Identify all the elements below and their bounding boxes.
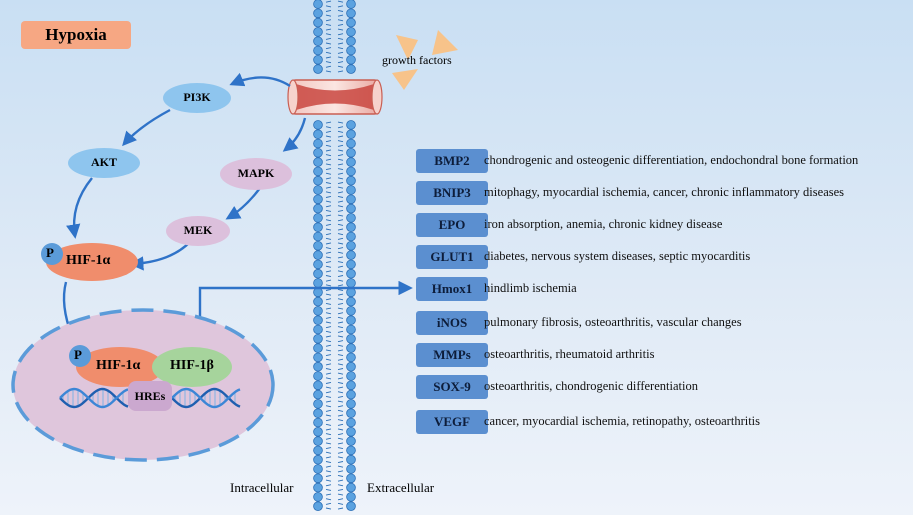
hres-label: HREs (134, 389, 166, 403)
gene-box-glut1: GLUT1 (416, 245, 488, 269)
nuclear-hif1a-label: HIF-1α (96, 358, 141, 373)
gene-box-sox9: SOX-9 (416, 375, 488, 399)
gene-box-epo: EPO (416, 213, 488, 237)
receptor-icon (287, 79, 383, 115)
gene-function-glut1: diabetes, nervous system diseases, septi… (484, 249, 751, 263)
phospho-badge (41, 243, 63, 265)
dna-helix-icon (59, 387, 241, 409)
gene-function-sox9: osteoarthritis, chondrogenic differentia… (484, 379, 698, 393)
gene-box-inos: iNOS (416, 311, 488, 335)
nuclear-hif1a (76, 347, 164, 387)
akt-node (68, 148, 140, 178)
akt-label: AKT (90, 155, 117, 169)
mek-label: MEK (183, 223, 213, 237)
pi3k-node (163, 83, 231, 113)
gene-function-mmps: osteoarthritis, rheumatoid arthritis (484, 347, 655, 361)
hif1a-label: HIF-1α (66, 253, 111, 268)
intracellular-label: Intracellular (230, 480, 294, 495)
gene-box-mmps: MMPs (416, 343, 488, 367)
nuclear-hif1b (152, 347, 232, 387)
hypoxia-title-box: Hypoxia (21, 21, 131, 49)
gene-function-hmox1: hindlimb ischemia (484, 281, 577, 295)
phospho-label: P (46, 245, 54, 260)
nuclear-phospho-badge (69, 345, 91, 367)
pathway-arrows (61, 72, 413, 339)
hif1a-node (46, 243, 138, 281)
mapk-node (220, 158, 292, 190)
hres-box (128, 381, 172, 411)
cell-membrane (313, 0, 356, 512)
gene-box-bnip3: BNIP3 (416, 181, 488, 205)
gene-box-hmox1: Hmox1 (416, 277, 488, 301)
nuclear-phospho-label: P (74, 347, 82, 362)
pi3k-label: PI3K (183, 90, 211, 104)
gene-function-inos: pulmonary fibrosis, osteoarthritis, vasc… (484, 315, 742, 329)
page-title: Hypoxia (45, 25, 107, 44)
gene-function-bnip3: mitophagy, myocardial ischemia, cancer, … (484, 185, 845, 199)
gene-function-bmp2: chondrogenic and osteogenic differentiat… (484, 153, 859, 167)
mek-node (166, 216, 230, 246)
mapk-label: MAPK (237, 166, 275, 180)
gene-function-epo: iron absorption, anemia, chronic kidney … (484, 217, 723, 231)
extracellular-label: Extracellular (367, 480, 435, 495)
growth-factor-shapes (392, 30, 458, 90)
nuclear-hif1b-label: HIF-1β (170, 358, 214, 373)
gene-box-bmp2: BMP2 (416, 149, 488, 173)
growth-factors-label: growth factors (382, 53, 452, 67)
gene-function-vegf: cancer, myocardial ischemia, retinopathy… (484, 414, 761, 428)
gene-box-vegf: VEGF (416, 410, 488, 434)
